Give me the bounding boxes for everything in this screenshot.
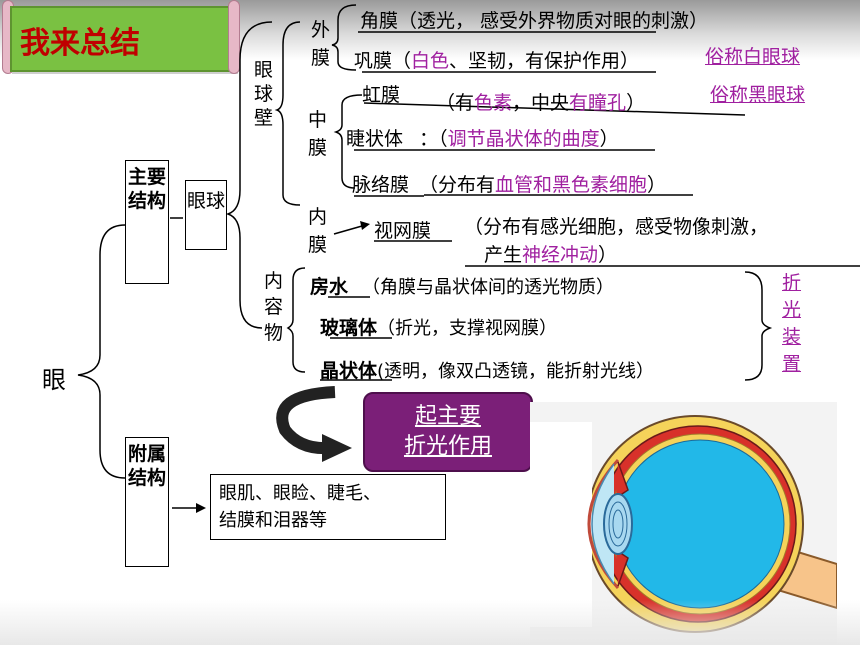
iris-desc-row: （有色素，中央有瞳孔） [436, 88, 645, 115]
retina-nerve: 神经冲动 [522, 244, 599, 266]
retina-name: 视网膜 [374, 220, 432, 242]
curved-arrow-icon [276, 386, 352, 462]
contents-label: 内容物 [264, 270, 284, 344]
cornea-row: 角膜（透光， 感受外界物质对眼的刺激） [360, 6, 708, 33]
accessory-desc-box: 眼肌、眼睑、睫毛、 结膜和泪器等 [210, 474, 446, 540]
callout-line1: 起主要 [414, 404, 481, 429]
lens-name: 晶状体 [320, 360, 378, 382]
front-mask [530, 422, 592, 627]
retina-line2-c: ） [598, 244, 618, 266]
choroid-open: （分布有 [419, 174, 496, 196]
ciliary-name: 睫状体 [346, 128, 404, 150]
aqueous-name: 房水 [310, 276, 349, 298]
sclera-alias: 俗称白眼球 [705, 46, 801, 68]
vitreous-row: 玻璃体（折光，支撑视网膜） [320, 313, 557, 340]
choroid-name: 脉络膜 [352, 174, 410, 196]
choroid-desc: 血管和黑色素细胞 [495, 174, 648, 196]
eyeball-wall-label: 眼球壁 [254, 59, 274, 129]
iris-pigment: 色素 [474, 92, 513, 114]
iris-open: （有 [436, 92, 475, 114]
main-refraction-callout: 起主要 折光作用 [363, 392, 533, 472]
callout-line2: 折光作用 [403, 434, 492, 459]
page-title: 我来总结 [20, 26, 140, 61]
iris-name: 虹膜 [362, 84, 401, 106]
lens-shape [603, 493, 633, 555]
title-box: 我来总结 [10, 6, 236, 72]
vitreous-name: 玻璃体 [320, 317, 378, 339]
eyeball-box: 眼球 [185, 180, 227, 250]
iris-pupil: 有瞳孔 [569, 92, 627, 114]
aqueous-row: 房水 （角膜与晶状体间的透光物质） [310, 272, 614, 299]
main-structure-box: 主要结构 [125, 160, 169, 284]
root-brace [77, 224, 126, 479]
lens-row: 晶状体(透明，像双凸透镜，能折射光线） [320, 356, 654, 383]
iris-mid: ，中央 [512, 92, 570, 114]
inner-membrane-label: 内膜 [308, 206, 328, 256]
choroid-row: 脉络膜 （分布有血管和黑色素细胞） [352, 170, 666, 197]
scroll-right-roll [228, 0, 240, 74]
sclera-row: 巩膜（白色、坚韧，有保护作用） [354, 46, 639, 73]
eyeball-cross-section-illustration [530, 415, 838, 633]
middle-membrane-label: 中膜 [308, 109, 328, 159]
ciliary-open: （ [438, 128, 448, 150]
sclera-white: 白色 [411, 50, 450, 72]
choroid-close: ） [647, 174, 667, 196]
vitreous-desc: （折光，支撑视网膜） [377, 318, 558, 339]
iris-alias: 俗称黑眼球 [710, 84, 806, 106]
cornea-name: 角膜 [360, 10, 399, 32]
iris-close: ） [626, 92, 646, 114]
accessory-desc-line1: 眼肌、眼睑、睫毛、 [219, 483, 381, 504]
ciliary-colon: ： [419, 128, 439, 150]
aqueous-desc: （角膜与晶状体间的透光物质） [362, 277, 615, 298]
sclera-name: 巩膜 [354, 50, 393, 72]
ciliary-close: ） [599, 128, 619, 150]
root-label-eye: 眼 [42, 366, 66, 394]
sclera-desc: 、坚韧，有保护作用） [449, 50, 640, 72]
vitreous-body [615, 439, 785, 609]
accessory-structure-box: 附属结构 [125, 437, 169, 567]
bottom-shade [0, 600, 860, 645]
outer-membrane-label: 外膜 [311, 19, 331, 69]
retina-line2-a: 产生 [484, 244, 523, 266]
cornea-desc: （透光， 感受外界物质对眼的刺激） [398, 10, 709, 32]
retina-desc-line1: （分布有感光细胞，感受物像刺激， [464, 216, 769, 238]
refractive-apparatus-label: 折光装置 [782, 272, 802, 375]
ciliary-row: 睫状体 ：（调节晶状体的曲度） [346, 124, 619, 151]
accessory-desc-line2: 结膜和泪器等 [219, 510, 327, 531]
lens-desc: (透明，像双凸透镜，能折射光线） [377, 361, 655, 382]
ciliary-desc: 调节晶状体的曲度 [447, 128, 600, 150]
retina-desc-line2: 产生神经冲动） [484, 240, 617, 267]
sclera-open: （ [392, 50, 412, 72]
